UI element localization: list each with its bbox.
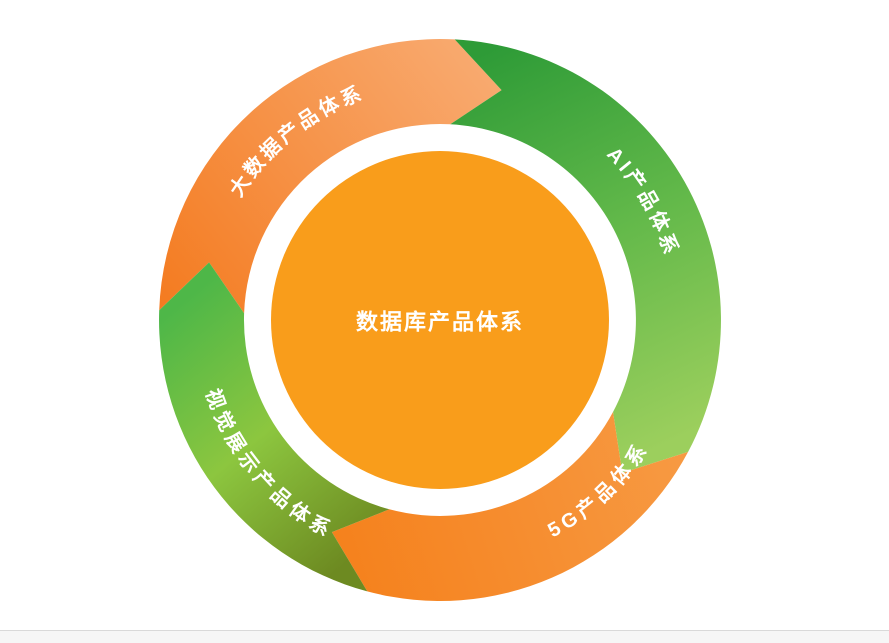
segment-big-data-shape [159, 39, 502, 314]
center-label: 数据库产品体系 [356, 310, 524, 335]
page-bottom-margin [0, 631, 889, 643]
page-bottom-divider [0, 630, 889, 631]
segment-visual-display-shape [159, 262, 390, 592]
center-circle [271, 151, 609, 489]
segment-ai-shape [450, 39, 721, 474]
segment-5g-shape [331, 412, 689, 601]
